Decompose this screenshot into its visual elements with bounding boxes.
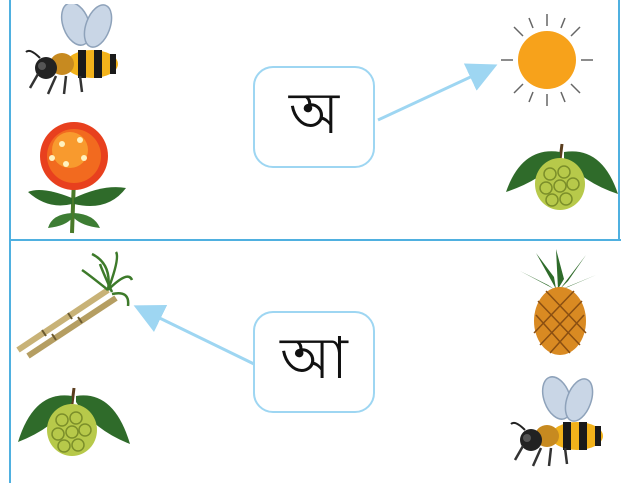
arrow-row2 [133, 305, 255, 366]
letter-card-a[interactable]: অ [253, 66, 375, 168]
arrow-row1 [377, 63, 498, 122]
letter-a: অ [288, 78, 340, 147]
letter-aa: আ [280, 323, 348, 392]
bee-icon-2[interactable] [507, 376, 607, 471]
custard-apple-icon[interactable] [502, 136, 620, 216]
sugarcane-icon[interactable] [12, 250, 134, 360]
sun-icon[interactable] [499, 12, 595, 108]
bee-icon[interactable] [20, 4, 120, 99]
right-border-line-top [618, 0, 620, 240]
custard-apple-icon-2[interactable] [14, 380, 132, 460]
left-border-line [9, 0, 11, 483]
letter-card-aa[interactable]: আ [253, 311, 375, 413]
flower-icon[interactable] [22, 118, 132, 238]
row-divider [10, 239, 621, 241]
pineapple-icon[interactable] [516, 249, 600, 357]
